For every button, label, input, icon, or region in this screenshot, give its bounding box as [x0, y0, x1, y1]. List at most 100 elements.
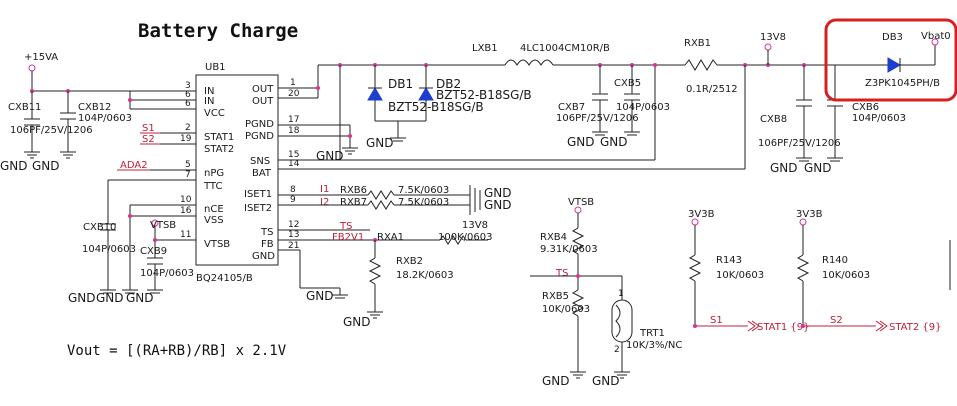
trt1-ref: TRT1 — [639, 328, 665, 339]
cxb8-ref: CXB8 — [760, 114, 787, 125]
vtsb-left-label: VTSB — [150, 220, 176, 231]
gnd-symbol-5 — [147, 289, 163, 294]
bzt1-value: BZT52-B18SG/B — [388, 100, 484, 114]
i2-net-label: I2 — [320, 197, 329, 208]
gnd-label-11: GND — [804, 161, 832, 175]
lxb1-ref: LXB1 — [472, 43, 498, 54]
ts-net-label: TS — [339, 221, 352, 232]
resistor-rxb2 — [368, 257, 382, 285]
pin-num-16: 16 — [180, 206, 192, 216]
pin-gnd: GND — [252, 251, 275, 262]
gnd-symbol-16 — [570, 371, 586, 379]
r140-value: 10K/0603 — [822, 270, 870, 281]
cxb10-ref: CXB10 — [83, 222, 116, 233]
pwr-15va-label: +15VA — [24, 52, 58, 63]
rxb2-ref: RXB2 — [396, 256, 423, 267]
ic-part: BQ24105/B — [196, 273, 253, 284]
gnd-label-9: GND — [600, 135, 628, 149]
stat1-port-label: STAT1 {9} — [757, 322, 809, 333]
pin-out-1: OUT — [252, 84, 274, 95]
db2-ref: DB2 — [436, 77, 461, 91]
pin-num-14: 14 — [288, 159, 300, 169]
gnd-label-8: GND — [567, 135, 595, 149]
cxb9-ref: CXB9 — [140, 246, 167, 257]
pin-num-3: 3 — [185, 81, 191, 91]
cxb6-value: 104P/0603 — [852, 113, 906, 124]
rxa1-value: 100K/0603 — [438, 232, 492, 243]
thermistor-trt1 — [611, 299, 633, 343]
pin-num-20: 20 — [288, 89, 300, 99]
pin-num-5: 5 — [185, 160, 191, 170]
cxb12-ref: CXB12 — [78, 102, 111, 113]
gnd-symbol-8 — [592, 131, 608, 136]
rxb4-value: 9.31K/0603 — [540, 244, 598, 255]
gnd-symbol-15 — [332, 294, 348, 299]
v3v3b-b-label: 3V3B — [796, 209, 823, 220]
thermistor-section: VTSB RXB4 9.31K/0603 TS RXB5 10K/0603 1 … — [530, 197, 682, 388]
pin-num-15: 15 — [288, 150, 299, 160]
gnd-symbol-1 — [24, 151, 40, 159]
cxb5-value: 104P/0603 — [616, 102, 670, 113]
s1b-net-label: S1 — [710, 315, 723, 326]
trt1-pin2: 2 — [614, 345, 620, 355]
pin-nce: nCE — [204, 204, 224, 215]
pin-pgnd-2: PGND — [245, 131, 274, 142]
ada2-net-label: ADA2 — [120, 160, 148, 171]
bzt2-value: BZT52-B18SG/B — [436, 88, 532, 102]
gnd-label-17: GND — [592, 374, 620, 388]
v13v8-mid-label: 13V8 — [462, 220, 488, 231]
cxb10-value: 104P/0603 — [82, 244, 136, 255]
resistor-rxb7 — [367, 200, 395, 210]
gnd-label-5: GND — [126, 291, 154, 305]
cxb11-ref: CXB11 — [8, 102, 41, 113]
gnd-label-14: GND — [343, 315, 371, 329]
gnd-label-16: GND — [542, 374, 570, 388]
gnd-symbol-17 — [614, 371, 630, 379]
vtsb-right-label: VTSB — [568, 197, 594, 208]
r143-value: 10K/0603 — [716, 270, 764, 281]
gnd-label-10: GND — [770, 161, 798, 175]
pin-num-21: 21 — [288, 241, 299, 251]
cxb9-value: 104P/0603 — [140, 268, 194, 279]
rxb5-value: 10K/0603 — [542, 304, 590, 315]
cxb5-ref: CXB5 — [614, 78, 641, 89]
pin-num-13: 13 — [288, 230, 299, 240]
gnd-symbol-4 — [122, 289, 138, 294]
pin-out-2: OUT — [252, 96, 274, 107]
rxb7-ref: RXB7 — [340, 197, 367, 208]
cxb11-value: 106PF/25V/1206 — [10, 125, 93, 136]
gnd-symbol-3 — [100, 289, 116, 294]
rxb1-value: 0.1R/2512 — [686, 84, 738, 95]
lxb1-value: 4LC1004CM10R/B — [520, 43, 610, 54]
fb2v1-net-label: FB2V1 — [332, 232, 364, 243]
gnd-symbol-7 — [390, 137, 406, 142]
gnd-label-1: GND — [0, 159, 28, 173]
gnd-symbol-11 — [827, 157, 843, 162]
rxb1-ref: RXB1 — [684, 38, 711, 49]
gnd-symbol-2 — [60, 151, 76, 159]
ts2-net-label: TS — [555, 268, 568, 279]
r140-ref: R140 — [822, 255, 848, 266]
gnd-label-15: GND — [306, 289, 334, 303]
resistor-rxa1 — [439, 235, 467, 245]
gnd-label-13: GND — [484, 198, 512, 212]
ic-right-pins: OUT 1 OUT 20 PGND 17 PGND 18 SNS 15 BAT … — [244, 78, 745, 262]
pin-num-11: 11 — [180, 230, 191, 240]
ic-ref: UB1 — [205, 62, 226, 73]
s2b-net-label: S2 — [830, 315, 843, 326]
trt1-pin1: 1 — [618, 289, 624, 299]
pin-in-1: IN — [204, 86, 214, 97]
pin-stat1: STAT1 — [204, 132, 234, 143]
pin-num-8: 8 — [290, 185, 296, 195]
pin-num-4: 6 — [185, 90, 191, 100]
output-section: DB1 BZT52-B18SG/B DB2 BZT52-B18SG/B GND … — [316, 18, 957, 175]
gnd-symbol-6 — [342, 147, 358, 155]
pin-vss: VSS — [204, 215, 224, 226]
pin-num-18: 18 — [288, 126, 300, 136]
inductor-lxb1 — [504, 59, 554, 66]
resistor-r140 — [796, 254, 810, 282]
pin-in-2: IN — [204, 96, 214, 107]
pin-npg: nPG — [204, 168, 224, 179]
rxb5-ref: RXB5 — [542, 291, 569, 302]
s1-net-label: S1 — [142, 123, 155, 134]
